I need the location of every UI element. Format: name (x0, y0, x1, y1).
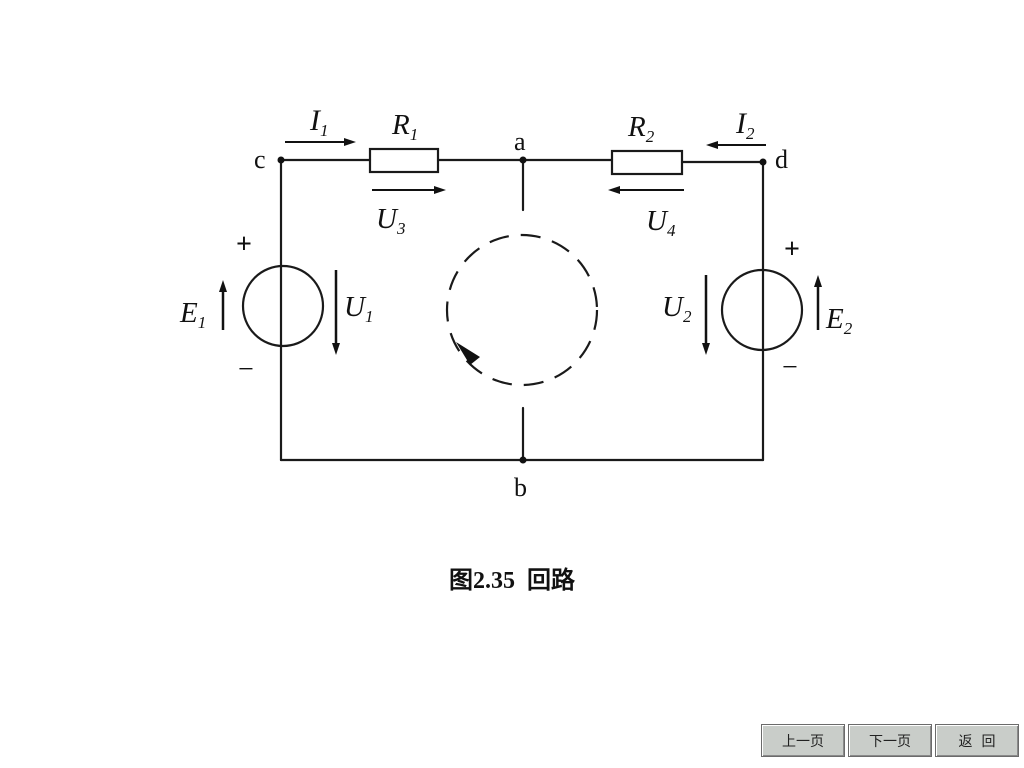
node-dot-b (519, 456, 527, 464)
e2-minus-sign: − (782, 352, 798, 383)
label-i1: I1 (309, 104, 329, 140)
e1-plus-sign: + (236, 229, 252, 260)
next-page-button[interactable]: 下一页 (848, 724, 932, 757)
e1-minus-sign: − (238, 354, 254, 385)
node-label-b: b (514, 473, 527, 502)
node-dot-d (759, 158, 767, 166)
i1-arrow (285, 138, 356, 146)
resistor-r2 (610, 149, 684, 176)
u4-arrow (608, 186, 684, 194)
node-dot-c (277, 156, 285, 164)
loop-direction-arrow (456, 342, 480, 365)
loop-circle (445, 233, 599, 387)
label-u1: U1 (344, 291, 373, 326)
label-r2: R2 (627, 111, 655, 146)
label-u4: U4 (646, 205, 676, 240)
node-label-a: a (514, 127, 526, 156)
i2-arrow (706, 141, 766, 149)
u1-arrow (332, 270, 340, 355)
e1-arrow (219, 280, 227, 330)
figure-caption: 图2.35 回路 (449, 568, 575, 594)
e2-plus-sign: + (784, 234, 800, 265)
u3-arrow (372, 186, 446, 194)
label-e1: E1 (179, 297, 206, 332)
label-i2: I2 (735, 107, 755, 143)
node-dot-a (519, 156, 527, 164)
prev-page-button[interactable]: 上一页 (761, 724, 845, 757)
label-r1: R1 (391, 109, 418, 144)
back-button[interactable]: 返 回 (935, 724, 1019, 757)
node-label-d: d (775, 145, 788, 174)
source-e2 (720, 268, 804, 352)
label-u2: U2 (662, 291, 692, 326)
node-label-c: c (254, 145, 266, 174)
resistor-r1 (368, 147, 440, 174)
label-u3: U3 (376, 203, 405, 238)
e2-arrow (814, 275, 822, 330)
label-e2: E2 (825, 303, 853, 338)
u2-arrow (702, 275, 710, 355)
source-e1 (241, 264, 325, 348)
